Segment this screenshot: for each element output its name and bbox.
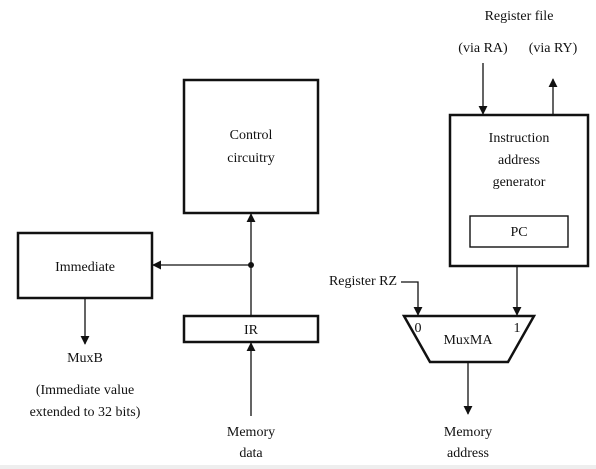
register-rz-to-muxma-arrow xyxy=(401,281,423,316)
muxb-label: MuxB xyxy=(67,351,103,366)
iag-label-line1: Instruction xyxy=(489,131,550,146)
muxma-label: MuxMA xyxy=(443,333,493,348)
via-ry-label: (via RY) xyxy=(529,41,578,56)
memory-data-label-line1: Memory xyxy=(227,425,275,440)
memory-address-label-line1: Memory xyxy=(444,425,492,440)
ir-label: IR xyxy=(244,323,259,338)
muxma-input-1-label: 1 xyxy=(514,321,521,336)
muxma-input-0-label: 0 xyxy=(415,321,422,336)
immediate-label: Immediate xyxy=(55,260,115,275)
immediate-note-line1: (Immediate value xyxy=(36,383,134,398)
control-circuitry-label-line2: circuitry xyxy=(227,151,274,166)
memory-address-label-line2: address xyxy=(447,446,489,461)
control-circuitry-label-line1: Control xyxy=(230,128,273,143)
via-ra-label: (via RA) xyxy=(458,41,508,56)
iag-label-line3: generator xyxy=(493,175,546,190)
pc-register-box xyxy=(469,215,569,248)
control-circuitry-box xyxy=(182,78,320,215)
register-rz-label: Register RZ xyxy=(329,274,397,289)
immediate-note-line2: extended to 32 bits) xyxy=(30,405,141,420)
pc-label: PC xyxy=(510,225,527,240)
bottom-strip xyxy=(0,465,596,469)
register-file-label: Register file xyxy=(485,9,554,24)
junction-dot xyxy=(248,262,254,268)
muxma-multiplexer xyxy=(401,314,537,364)
iag-label-line2: address xyxy=(498,153,540,168)
ir-register-box xyxy=(182,314,320,344)
memory-data-label-line2: data xyxy=(239,446,263,461)
